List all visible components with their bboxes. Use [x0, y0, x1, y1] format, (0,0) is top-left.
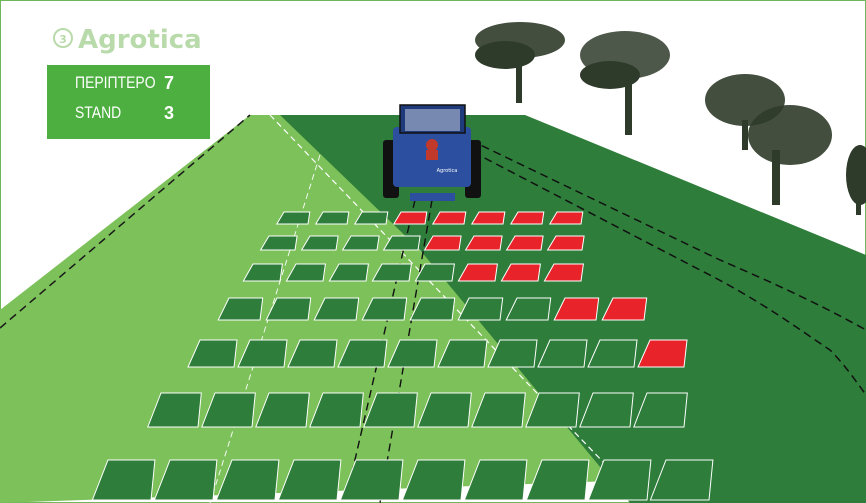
logo-text: Agrotica [78, 25, 202, 55]
booth-number: 7 [164, 73, 174, 94]
booth-label: ΠΕΡΙΠΤΕΡΟ [75, 73, 156, 93]
tractor-badge: Agrotica [437, 168, 458, 174]
stand-label: STAND [75, 103, 121, 123]
booth-row: ΠΕΡΙΠΤΕΡΟ 7 [47, 73, 210, 101]
svg-text:3: 3 [59, 33, 67, 46]
booth-info-box: ΠΕΡΙΠΤΕΡΟ 7 STAND 3 [47, 65, 210, 139]
stand-number: 3 [164, 103, 174, 124]
stand-row: STAND 3 [47, 103, 210, 131]
